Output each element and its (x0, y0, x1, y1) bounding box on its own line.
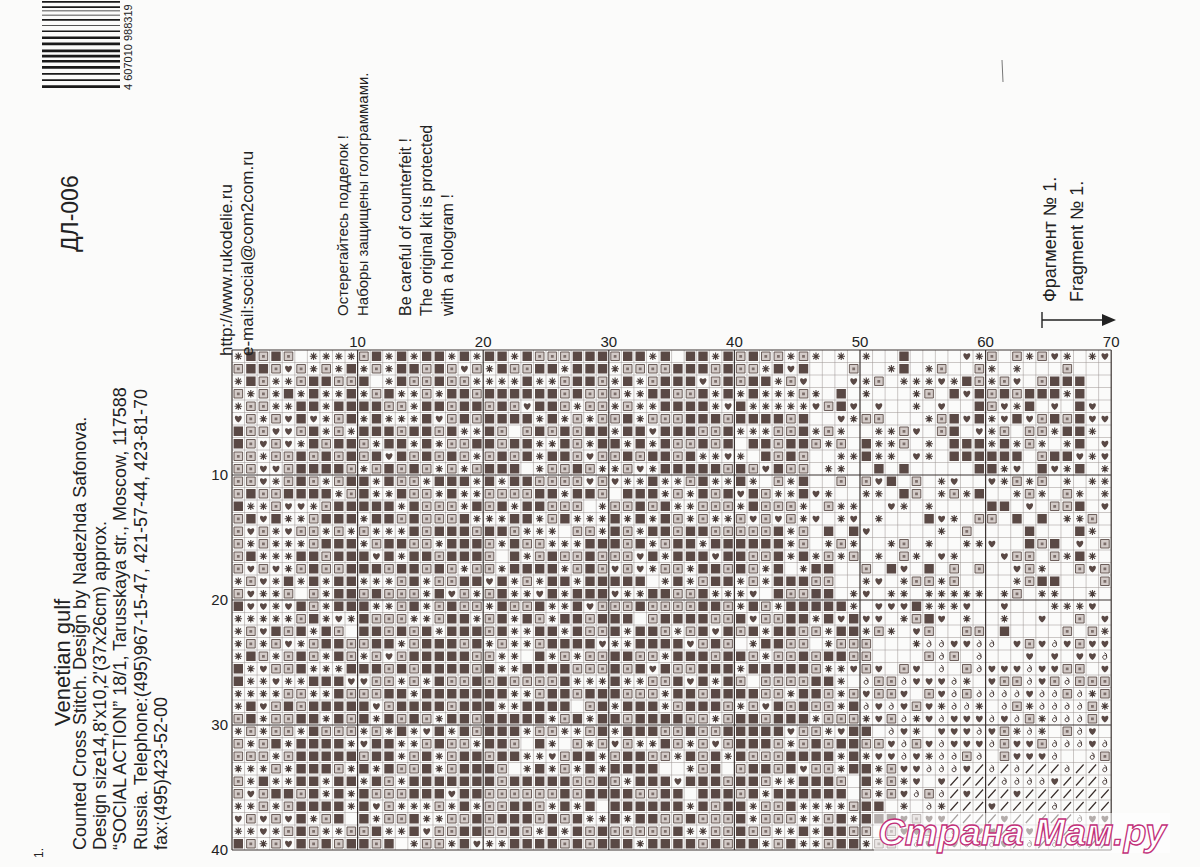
info-text: Design size14,8'x10,2'(37x26cm) approx. (90, 521, 111, 850)
warning-note: with a hologram ! (439, 194, 457, 316)
fragment-label: Фрагмент № 1. (1040, 177, 1061, 302)
row-number: 30 (211, 717, 228, 734)
column-number: 40 (726, 334, 743, 351)
warning-note: Be careful of counterfeit ! (397, 138, 415, 316)
direction-arrow (1042, 312, 1106, 328)
barcode (0, 0, 140, 100)
column-number: 70 (1103, 334, 1120, 351)
info-text: “SOCIAL ACTION” 18/1, Tarusskaya str., M… (110, 387, 131, 850)
info-text: Russia. Telephone:(495)967-15-47, 421-57… (131, 389, 152, 850)
row-number: 10 (211, 467, 228, 484)
column-number: 10 (349, 334, 366, 351)
row-number: 20 (211, 592, 228, 609)
barcode-number: 4 607010 988319 (122, 4, 135, 90)
page-number: 1. (33, 848, 47, 858)
grid-line-bold (232, 350, 1111, 850)
info-text: fax:(495)423-52-00 (151, 697, 172, 850)
watermark: Страна Мам.ру (874, 813, 1170, 854)
warning-note: Наборы защищены голограммами. (354, 73, 371, 317)
grid-line (232, 350, 1111, 850)
column-number: 30 (600, 334, 617, 351)
barcode-bars (42, 1, 120, 88)
email-address: e-mail:social@com2com.ru (238, 151, 258, 356)
web-address: http://www.rukodelie.ru (217, 184, 237, 356)
column-number: 20 (475, 334, 492, 351)
scan-mark (1002, 60, 1003, 82)
arrow-head (1102, 314, 1116, 326)
warning-note: The original kit is protected (418, 125, 436, 316)
kit-code: ДЛ-006 (57, 175, 83, 252)
column-number: 50 (852, 334, 869, 351)
info-text: Counted Cross Stitch. Design by Nadezhda… (70, 417, 91, 850)
warning-note: Остерегайтесь подделок ! (334, 135, 351, 316)
fragment-label: Fragment № 1. (1067, 181, 1088, 302)
column-number: 60 (977, 334, 994, 351)
row-number: 40 (211, 842, 228, 859)
